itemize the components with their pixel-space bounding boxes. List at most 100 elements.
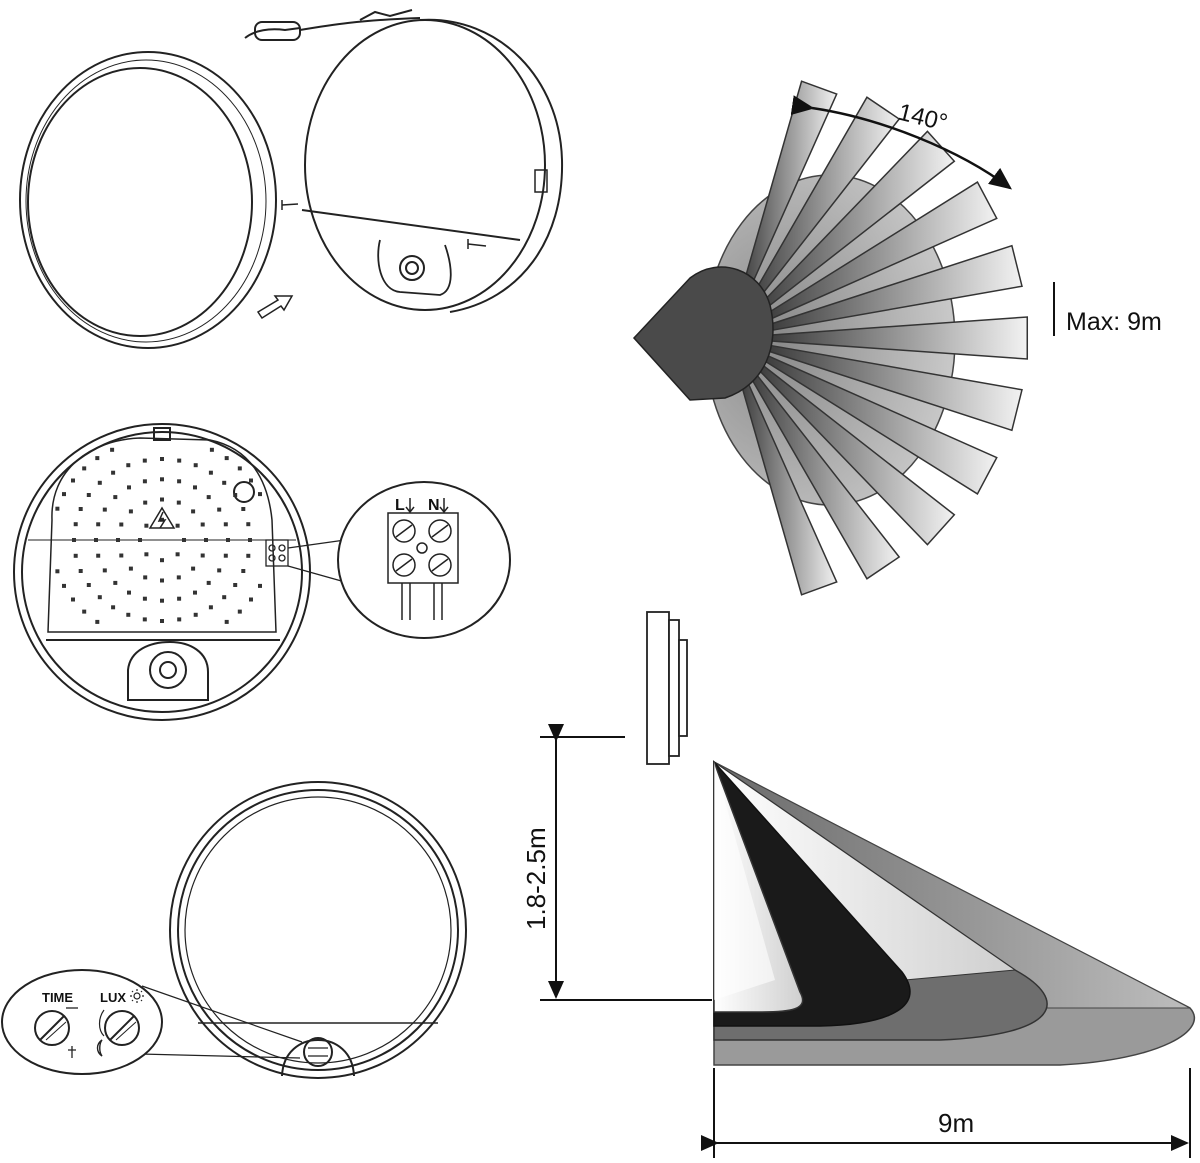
led-dot [206,580,211,585]
led-dot [119,522,124,527]
led-dot [223,522,228,527]
led-dot [126,463,131,468]
led-dot [176,500,181,505]
led-dot [128,566,133,571]
moon-icon [96,1039,103,1057]
led-dot [142,617,147,622]
led-dot [222,480,227,485]
led-dot [224,456,229,461]
led-dot [193,612,198,617]
led-dot [160,619,164,623]
led-dot [143,575,148,580]
led-dot [241,507,246,511]
led-dot [237,466,242,471]
led-dot [55,506,60,511]
led-dot [73,553,78,558]
wire-live-arrow-icon [405,498,415,514]
led-dot [193,485,197,490]
lux-range-arc [98,1009,105,1037]
led-dot [111,605,116,610]
led-dot [160,558,164,563]
led-dot [78,507,83,511]
screws [281,200,487,249]
led-dot [142,596,147,601]
led-dot [144,523,149,528]
led-grid [55,447,262,624]
base-housing [301,18,564,313]
led-board-illustration: L N [13,423,511,721]
led-dot [246,553,251,558]
led-dot [226,538,230,542]
led-dot [96,553,101,558]
wire-neutral-label: N [428,497,440,514]
cone-highlight [714,762,775,1000]
led-dot [71,597,75,602]
led-dot [241,569,246,573]
led-dot [97,595,102,600]
led-dot [248,538,252,542]
board-terminal [265,539,346,583]
led-dot [182,538,186,542]
led-dot [160,598,164,603]
height-dimension [540,724,712,1001]
led-dot [127,485,131,490]
led-dot [175,552,180,557]
led-dot [71,478,75,483]
led-dot [191,566,196,571]
cable [244,9,421,41]
led-dot [217,507,222,512]
led-dot [206,495,211,500]
led-dot [95,456,100,461]
led-dot [102,507,107,512]
led-dot [62,492,66,497]
led-dot [128,509,133,514]
led-dot [177,617,182,622]
distance-label: 9m [938,1108,974,1138]
led-dot [72,538,76,542]
lux-label: LUX [100,990,126,1005]
detection-beams [738,80,1029,596]
led-dot [95,619,100,624]
led-dot [119,553,124,558]
led-dot [249,478,253,483]
led-dot [113,495,118,500]
led-dot [200,522,205,527]
led-dot [127,590,131,595]
time-dial [34,1010,70,1046]
led-dot [233,583,238,587]
front-view-illustration [139,781,467,1079]
led-dot [102,568,107,573]
led-dot [233,493,238,497]
led-dot [222,595,227,600]
led-dot [160,578,164,583]
led-dot [144,552,149,557]
sun-icon [130,989,144,1003]
led-dot [86,583,91,587]
led-dot [224,619,229,624]
wire-neutral-arrow-icon [439,498,449,514]
control-dials-bubble: TIME LUX [1,969,163,1075]
detection-top-view: 140° Max: 9m [632,80,1162,596]
led-dot [249,597,253,602]
led-dot [208,470,213,475]
cover-ring [19,51,277,349]
wiring-zoom-bubble: L N [337,481,511,639]
assembly-arrow [256,295,294,320]
distance-dimension [701,1068,1191,1158]
wall-fixture [646,611,688,765]
angle-arc [790,95,1012,190]
time-label: TIME [42,990,73,1005]
led-dot [193,463,198,468]
lux-dial [104,1010,140,1046]
warning-symbol [148,506,176,529]
led-dot [176,575,181,580]
led-dot [160,497,164,502]
led-dot [258,583,262,588]
led-dot [142,479,147,484]
led-dot [160,477,164,482]
height-label: 1.8-2.5m [521,827,551,930]
led-dot [175,523,180,528]
led-dot [73,522,78,527]
